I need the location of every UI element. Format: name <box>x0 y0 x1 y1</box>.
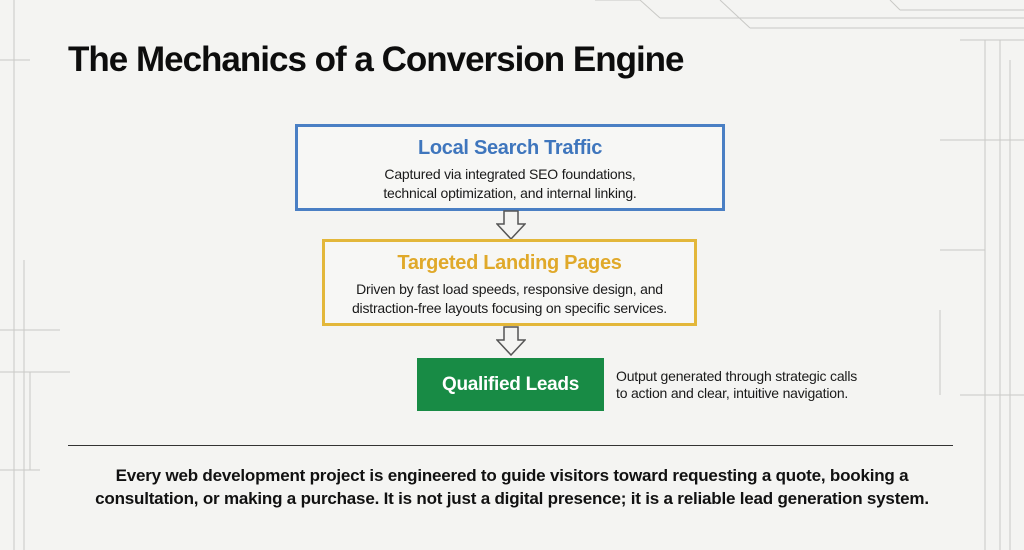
section-divider <box>68 445 953 446</box>
summary-line: Every web development project is enginee… <box>115 466 909 485</box>
landing-pages-box: Targeted Landing Pages Driven by fast lo… <box>322 239 697 326</box>
search-traffic-desc-line: Captured via integrated SEO foundations, <box>384 166 636 182</box>
leads-note-line: to action and clear, intuitive navigatio… <box>616 385 849 401</box>
search-traffic-title: Local Search Traffic <box>417 137 603 159</box>
search-traffic-description: Captured via integrated SEO foundations,… <box>298 165 722 203</box>
summary-paragraph: Every web development project is enginee… <box>50 464 974 510</box>
landing-pages-title: Targeted Landing Pages <box>397 252 622 274</box>
leads-note-line: Output generated through strategic calls <box>616 368 858 384</box>
landing-pages-desc-line: distraction-free layouts focusing on spe… <box>351 300 668 316</box>
down-arrow-icon <box>496 326 526 356</box>
landing-pages-description: Driven by fast load speeds, responsive d… <box>325 280 694 318</box>
search-traffic-box: Local Search Traffic Captured via integr… <box>295 124 725 211</box>
search-traffic-desc-line: technical optimization, and internal lin… <box>383 185 637 201</box>
down-arrow-icon <box>496 210 526 240</box>
landing-pages-desc-line: Driven by fast load speeds, responsive d… <box>356 281 663 297</box>
summary-line: consultation, or making a purchase. It i… <box>95 489 929 508</box>
qualified-leads-note: Output generated through strategic calls… <box>616 368 906 402</box>
page-title: The Mechanics of a Conversion Engine <box>68 40 685 79</box>
qualified-leads-box: Qualified Leads <box>417 358 604 411</box>
